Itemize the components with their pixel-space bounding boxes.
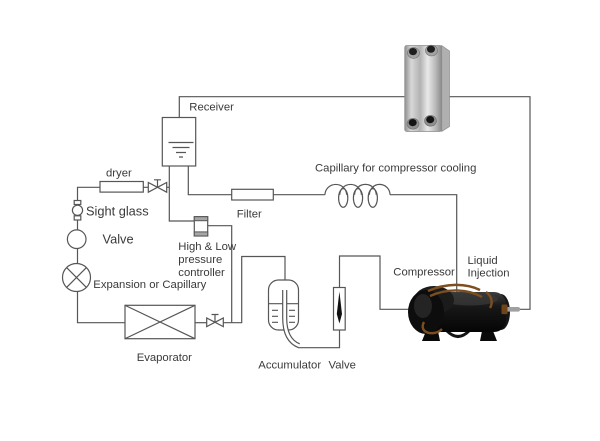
pipes [76, 96, 531, 349]
label-expansion: Expansion or Capillary [93, 279, 206, 291]
label-valve-outlet: Valve [329, 360, 356, 372]
liquid-level-icon [168, 141, 194, 158]
label-valve-inline: Valve [103, 232, 134, 247]
pipe-valve-to-compressor [338, 255, 412, 310]
valve-circle-icon [66, 229, 87, 250]
pipe-suction-to-accumulator [223, 255, 286, 324]
compressor-discharge-stub [504, 307, 520, 312]
check-valve-icon [332, 286, 346, 331]
pipe-controller-sense-line [207, 225, 233, 323]
dryer-body [99, 180, 144, 193]
expansion-device-icon [61, 262, 92, 293]
receiver-vessel [161, 116, 197, 167]
heat-exchanger-image [404, 44, 450, 133]
label-sight-glass: Sight glass [86, 204, 149, 219]
accumulator-vessel [267, 279, 301, 349]
hand-valve-icon-2 [206, 313, 224, 328]
pipe-expansion-to-evaporator [76, 291, 125, 324]
label-evaporator: Evaporator [137, 352, 192, 364]
filter-body [231, 188, 274, 201]
pipe-dryer-to-sightglass [76, 186, 100, 201]
hx-port-top-right [425, 44, 438, 57]
label-dryer: dryer [106, 168, 132, 180]
evaporator-coil [124, 304, 196, 340]
pressure-controller-icon [193, 216, 209, 237]
label-accumulator: Accumulator [258, 360, 321, 372]
pipe-receiver-to-controller [168, 166, 195, 222]
label-controller-line1: High & Low [178, 241, 237, 253]
label-liquid-injection-line2: Injection [468, 267, 510, 279]
labels: Receiver dryer Sight glass Valve Expansi… [86, 102, 510, 372]
pipe-accumulator-outlet [298, 330, 341, 349]
pipe-capillary-to-compressor [390, 194, 458, 296]
label-controller-line2: pressure [178, 254, 222, 266]
sight-glass-icon [71, 199, 84, 221]
accumulator-liquid-dashes [272, 309, 295, 323]
label-controller-line3: controller [178, 267, 225, 279]
pipe-discharge-loop [178, 96, 531, 310]
label-filter: Filter [237, 209, 262, 221]
compressor-copper-tubing [421, 283, 493, 335]
hx-port-top-left [407, 47, 420, 59]
compressor-image [408, 283, 520, 341]
capillary-coil-icon [324, 183, 391, 208]
label-liquid-injection-line1: Liquid [468, 255, 498, 267]
pipe-receiver-to-filter [187, 166, 232, 196]
hx-port-bottom-left [406, 118, 420, 130]
hx-port-bottom-right [424, 115, 437, 127]
hand-valve-icon [147, 179, 168, 194]
label-compressor: Compressor [393, 267, 455, 279]
label-capillary-cooling: Capillary for compressor cooling [315, 163, 476, 175]
label-receiver: Receiver [189, 102, 234, 114]
